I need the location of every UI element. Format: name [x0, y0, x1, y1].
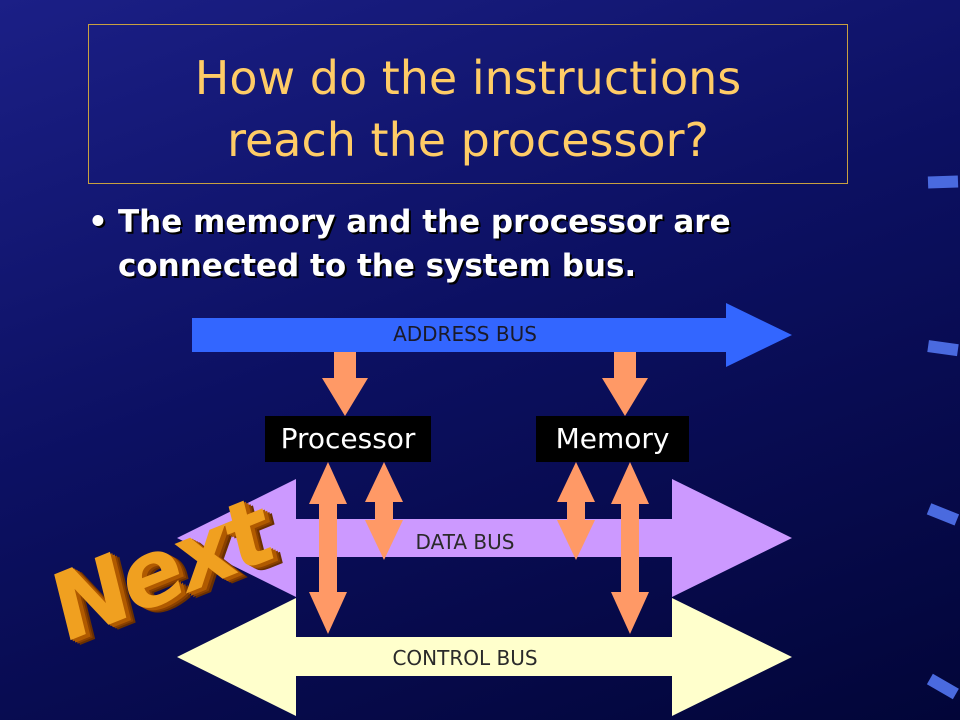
address-to-processor-arrow: [322, 352, 368, 416]
bullet-line-2: connected to the system bus.: [118, 248, 637, 284]
address-to-memory-arrow: [602, 352, 648, 416]
memory-box: Memory: [536, 416, 689, 462]
bullet-line-1: The memory and the processor are: [118, 204, 731, 240]
processor-control-arrow: [309, 462, 347, 634]
title-frame: How do the instructions reach the proces…: [88, 24, 848, 184]
control-bus-arrow: [177, 598, 792, 716]
processor-data-arrow: [365, 462, 403, 560]
side-decoration: [926, 175, 960, 700]
data-bus-arrow: [177, 479, 792, 597]
control-bus-label: CONTROL BUS: [392, 646, 538, 670]
bullet-text: The memory and the processor are connect…: [88, 200, 908, 288]
slide-title: How do the instructions reach the proces…: [89, 47, 847, 171]
title-line-1: How do the instructions: [194, 51, 742, 105]
address-bus-label: ADDRESS BUS: [393, 322, 537, 346]
memory-control-arrow: [611, 462, 649, 634]
address-bus-arrow: [192, 303, 792, 367]
bullet-marker: •: [88, 204, 108, 240]
title-line-2: reach the processor?: [227, 113, 709, 167]
memory-data-arrow: [557, 462, 595, 560]
data-bus-label: DATA BUS: [415, 530, 515, 554]
bullet-point: • The memory and the processor are conne…: [88, 200, 908, 288]
processor-box: Processor: [265, 416, 431, 462]
